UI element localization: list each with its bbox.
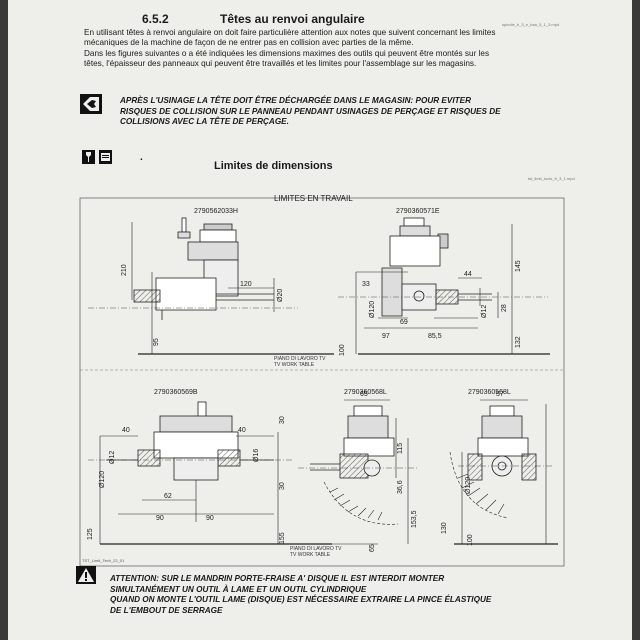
warning-saw-blade: ATTENTION: SUR LE MANDRIN PORTE-FRAISE A… <box>110 574 576 616</box>
dim-label: 57 <box>496 391 504 398</box>
table-label-it: PIANO DI LAVORO TV <box>290 546 342 552</box>
dim-label: 62 <box>164 493 172 500</box>
dim-label: Ø12 <box>481 305 488 318</box>
dim-label: 65 <box>360 391 368 398</box>
dim-label: 155 <box>279 532 286 544</box>
dim-label: 28 <box>501 304 508 312</box>
wrench-icon <box>82 150 95 164</box>
figure-heading: LIMITES EN TRAVAIL <box>274 194 353 203</box>
dim-label: 40 <box>238 427 246 434</box>
head-b-code: 2790360571E <box>396 208 440 215</box>
figure-bottom-code: TST_Limit_Tech_22_01 <box>82 558 125 563</box>
dim-label: 33 <box>362 281 370 288</box>
intro-line: En utilisant têtes à renvoi angulaire on… <box>84 28 496 37</box>
dim-label: 153,5 <box>411 510 418 528</box>
dim-label: Ø20 <box>277 289 284 302</box>
warning-triangle-icon <box>76 566 96 584</box>
dim-label: 90 <box>156 515 164 522</box>
dim-label: 120 <box>240 281 252 288</box>
dim-label: 125 <box>87 528 94 540</box>
table-label-en: TV WORK TABLE <box>274 362 315 368</box>
head-c-drawing: 2790360569B 40 40 Ø12 <box>82 389 342 563</box>
table-label-it: PIANO DI LAVORO TV <box>274 356 326 362</box>
head-d-code: 2790360568L <box>344 389 387 396</box>
dim-label: 115 <box>397 443 404 454</box>
intro-paragraph: En utilisant têtes à renvoi angulaire on… <box>84 28 574 70</box>
subsection-ref-code: tst_limit_tools_fr_3_1.mpd <box>528 176 575 181</box>
intro-line: Dans les figures suivantes o a été indiq… <box>84 48 490 58</box>
dim-label: 95 <box>153 338 160 346</box>
warning-line: ATTENTION: SUR LE MANDRIN PORTE-FRAISE A… <box>110 574 445 583</box>
dim-label: Ø16 <box>253 449 260 462</box>
warning-line: COLLISIONS AVEC LA TÊTE DE PERÇAGE. <box>120 117 289 127</box>
tool-icons <box>82 150 112 164</box>
warning-line: DE L'EMBOUT DE SERRAGE <box>110 605 223 615</box>
warning-line: RISQUES DE COLLISION SUR LE PANNEAU PEND… <box>120 106 501 116</box>
dim-label: Ø12 <box>109 451 116 464</box>
head-a-drawing: 2790562033H 210 120 Ø20 <box>88 208 334 368</box>
intro-line: mécaniques de la machine de façon de ne … <box>84 38 414 48</box>
dim-label: 30 <box>279 416 286 424</box>
dim-label: 85,5 <box>428 333 442 340</box>
dim-label: 100 <box>467 534 474 546</box>
dim-label: Ø120 <box>99 471 106 488</box>
dim-label: 145 <box>515 260 522 272</box>
dim-label: 44 <box>464 271 472 278</box>
dimension-limits-figure: LIMITES EN TRAVAIL 2790562033H <box>78 188 566 568</box>
intro-line: têtes, l'épaisseur des panneaux qui peuv… <box>84 59 477 69</box>
section-number: 6.5.2 <box>142 12 169 26</box>
dim-label: 210 <box>121 264 128 276</box>
section-title: Têtes au renvoi angulaire <box>220 12 365 26</box>
dim-label: 40 <box>122 427 130 434</box>
technical-drawing: LIMITES EN TRAVAIL 2790562033H <box>79 194 565 567</box>
dim-label: 97 <box>382 333 390 340</box>
subsection-bullet: . <box>140 152 143 163</box>
dim-label: 90 <box>206 515 214 522</box>
manual-icon <box>99 150 112 164</box>
dim-label: Ø120 <box>369 301 376 318</box>
head-e-drawing: 2790360568L 57 Ø120 130 100 <box>441 389 558 546</box>
warning-line: QUAND ON MONTE L'OUTIL LAME (DISQUE) EST… <box>110 595 492 605</box>
subsection-title: Limites de dimensions <box>214 160 333 172</box>
head-e-code: 2790360568L <box>468 389 511 396</box>
dim-label: 130 <box>441 522 448 534</box>
head-d-drawing: 2790360568L 65 115 36,6 153,5 65 <box>298 389 418 552</box>
head-b-drawing: 2790360571E <box>338 208 550 356</box>
dim-label: Ø120 <box>465 477 472 494</box>
dim-label: 30 <box>279 482 286 490</box>
head-c-code: 2790360569B <box>154 389 198 396</box>
dim-label: 69 <box>400 319 408 326</box>
figure-frame <box>79 197 565 567</box>
table-label-en: TV WORK TABLE <box>290 552 331 558</box>
manual-page: 6.5.2 Têtes au renvoi angulaire spindle_… <box>8 0 632 640</box>
warning-line: SIMULTANÉMENT UN OUTIL À LAME ET UN OUTI… <box>110 584 367 594</box>
warning-collision: APRÈS L'USINAGE LA TÊTE DOIT ÊTRE DÉCHAR… <box>120 96 580 128</box>
dim-label: 132 <box>515 336 522 348</box>
warning-hand-icon <box>80 94 102 114</box>
dim-label: 65 <box>369 544 376 552</box>
head-a-code: 2790562033H <box>194 208 238 215</box>
section-ref-code: spindle_b_3_e_ban_5_1_3.mpd <box>502 22 560 27</box>
dim-label: 36,6 <box>397 480 404 494</box>
dim-label: 100 <box>339 344 346 356</box>
warning-line: APRÈS L'USINAGE LA TÊTE DOIT ÊTRE DÉCHAR… <box>120 96 472 105</box>
